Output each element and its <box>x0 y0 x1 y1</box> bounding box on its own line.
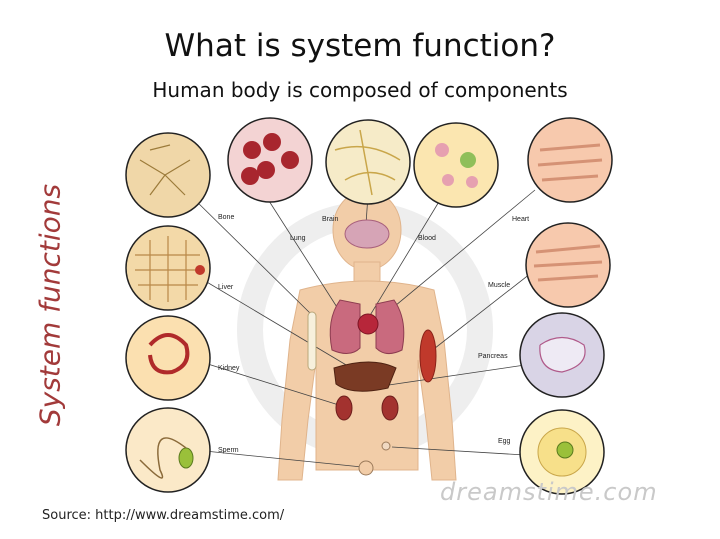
label-bone: Bone <box>218 214 234 221</box>
page-title: What is system function? <box>164 28 556 64</box>
label-lung: Lung <box>290 235 306 242</box>
brain-organ <box>344 219 390 249</box>
label-pancreas: Pancreas <box>478 353 508 360</box>
muscle-organ <box>419 329 437 383</box>
liver-organ <box>333 361 397 392</box>
label-sperm: Sperm <box>218 447 239 454</box>
blood-cells-circle <box>413 122 499 208</box>
lung-left <box>329 299 361 354</box>
kidney-right <box>381 395 399 421</box>
label-heart: Heart <box>512 216 529 223</box>
source-credit: Source: http://www.dreamstime.com/ <box>42 508 285 523</box>
heart-organ <box>357 313 379 335</box>
egg-cells-circle <box>519 409 605 495</box>
page-subtitle: Human body is composed of components <box>152 78 568 102</box>
liver-cells-circle <box>125 225 211 311</box>
cell-circles <box>125 117 613 495</box>
leader-lines <box>189 189 536 468</box>
bone-organ <box>307 311 317 371</box>
sperm-cells-circle <box>125 407 211 493</box>
label-blood: Blood <box>418 235 436 242</box>
lung-cells-circle <box>227 117 313 203</box>
organs <box>307 219 437 476</box>
lung-right <box>375 299 405 354</box>
pancreas-cells-circle <box>519 312 605 398</box>
label-muscle: Muscle <box>488 282 510 289</box>
kidney-cells-circle <box>125 315 211 401</box>
bone-cells-circle <box>125 132 211 218</box>
heart-cells-circle <box>527 117 613 203</box>
organ-labels: Bone Brain Lung Blood Heart Liver Muscle… <box>218 214 529 454</box>
egg-organ <box>381 441 391 451</box>
muscle-cells-circle <box>525 222 611 308</box>
label-kidney: Kidney <box>218 365 240 372</box>
kidney-left <box>335 395 353 421</box>
watermark-text: dreamstime.com <box>440 478 658 506</box>
label-brain: Brain <box>322 216 338 223</box>
brain-cells-circle <box>325 119 411 205</box>
sperm-organ <box>358 460 374 476</box>
label-egg: Egg <box>498 438 511 445</box>
label-liver: Liver <box>218 284 234 291</box>
